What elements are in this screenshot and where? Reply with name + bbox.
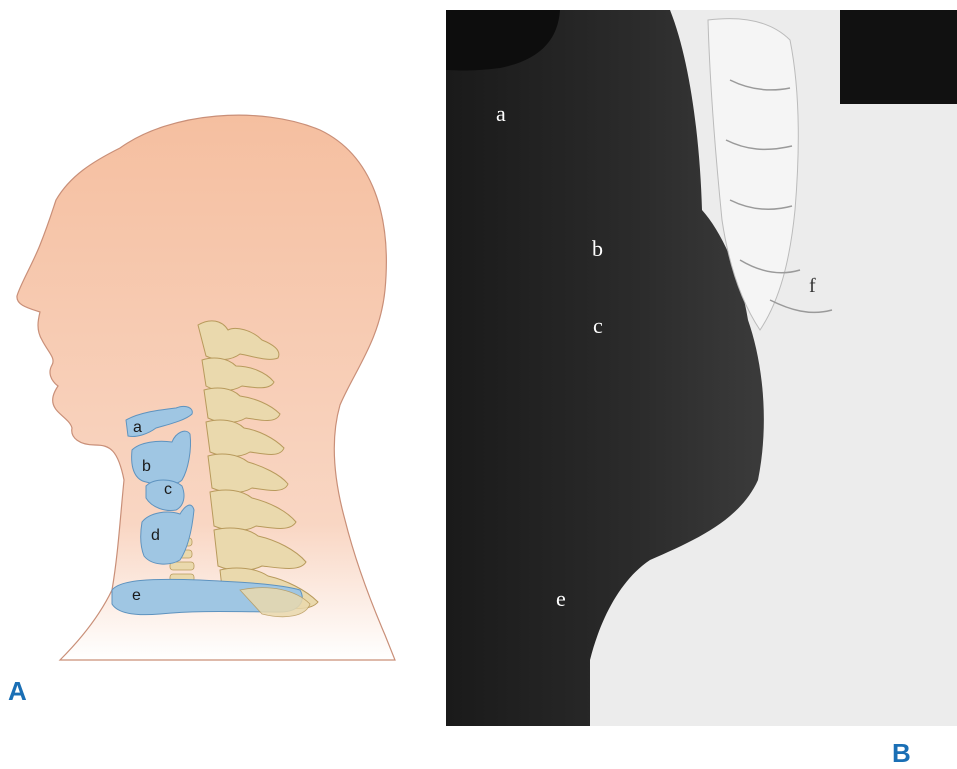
xray-label-c: c [593,313,603,338]
xray-label-e: e [556,586,566,611]
xray-label-f: f [809,275,816,297]
illustration-label-d: d [151,527,160,544]
lateral-neck-xray: a b c e f [440,0,957,766]
neck-illustration: a b c d e [0,0,440,766]
xray-label-a: a [496,101,506,126]
panel-letter-a: A [8,676,27,707]
xray-panel: a b c e f B [440,0,957,766]
panel-letter-b: B [892,738,911,769]
xray-label-b: b [592,236,603,261]
head-silhouette [17,115,395,660]
film-marker-box [840,10,957,104]
illustration-label-c: c [164,481,172,498]
illustration-label-b: b [142,458,151,475]
illustration-label-a: a [133,419,142,436]
illustration-panel: a b c d e A [0,0,440,766]
illustration-label-e: e [132,587,141,604]
